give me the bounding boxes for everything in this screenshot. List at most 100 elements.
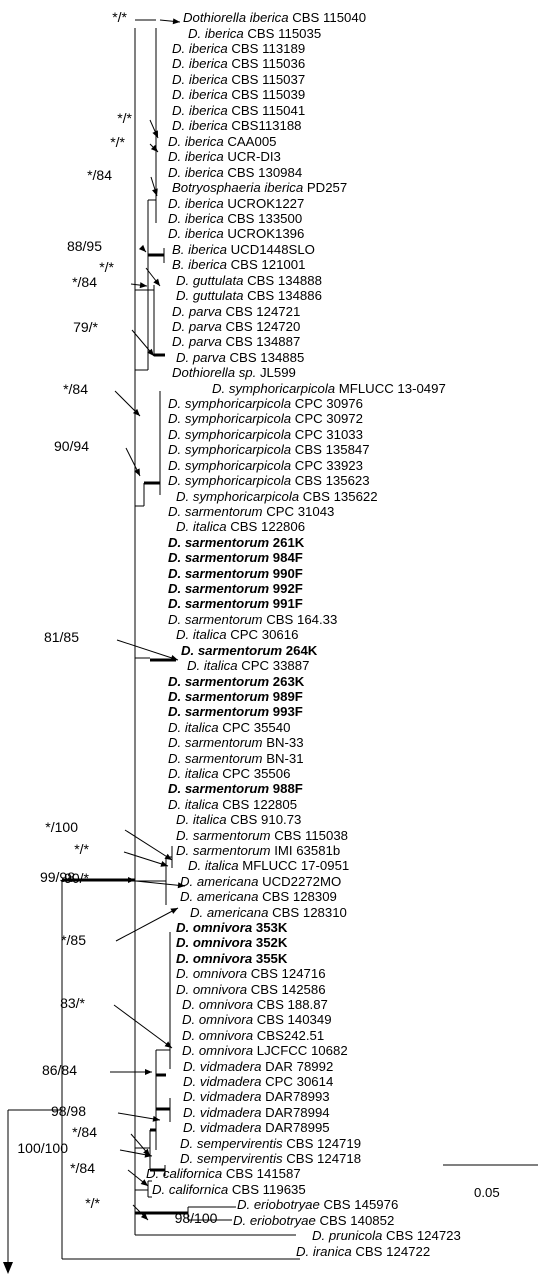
taxon-label: D. parva CBS 124721 [172,304,300,319]
taxon-label: D. symphoricarpicola CBS 135847 [168,442,370,457]
strain-id: CBS 164.33 [263,612,338,627]
strain-id: CBS 124722 [352,1244,430,1259]
support-arrow-head [145,1069,152,1075]
support-value: */84 [72,274,97,290]
taxon-label: D. sarmentorum CPC 31043 [168,504,334,519]
strain-id: 264K [282,643,318,658]
taxon-name: D. parva [172,334,222,349]
strain-id: 261K [269,535,305,550]
taxon-name: D. symphoricarpicola [168,396,291,411]
scale-bar-label: 0.05 [474,1185,500,1200]
taxon-label: D. americana CBS 128310 [190,905,347,920]
support-value: */* [110,134,125,150]
taxon-name: D. iberica [168,211,224,226]
strain-id: CBS242.51 [253,1028,324,1043]
taxon-label: D. iberica CBS 115039 [172,87,305,102]
support-arrow [113,1004,173,1049]
taxon-label: D. prunicola CBS 124723 [312,1228,461,1243]
taxon-name: D. iberica [172,118,228,133]
taxon-label: D. iberica CBS 130984 [168,165,302,180]
support-arrow-head [172,18,180,25]
taxon-label: D. iranica CBS 124722 [296,1244,430,1259]
taxon-label: D. vidmadera DAR 78992 [183,1059,333,1074]
taxon-name: Dothiorella iberica [183,10,289,25]
taxon-name: D. omnivora [176,951,252,966]
taxon-label: D. symphoricarpicola CBS 135623 [168,473,370,488]
taxon-name: D. sempervirentis [180,1151,283,1166]
taxon-name: D. omnivora [182,1043,253,1058]
support-value: 79/* [73,319,98,335]
taxon-name: D. sarmentorum [168,612,263,627]
taxon-label: D. omnivora CBS242.51 [182,1028,324,1043]
taxon-label: Dothiorella iberica CBS 115040 [183,10,366,25]
support-value: */100 [45,819,78,835]
taxon-label: B. iberica CBS 121001 [172,257,305,272]
taxon-label: B. iberica UCD1448SLO [172,242,315,257]
taxon-label: D. omnivora CBS 188.87 [182,997,328,1012]
taxon-name: D. italica [168,766,219,781]
strain-id: CBS 121001 [227,257,305,272]
strain-id: CBS 124723 [382,1228,460,1243]
taxon-label: D. sarmentorum 264K [181,643,318,658]
strain-id: CBS 135622 [299,489,377,504]
support-arrow-head [132,408,140,416]
taxon-label: D. sarmentorum BN-33 [168,735,304,750]
taxon-name: D. californica [152,1182,228,1197]
support-arrow-head [170,654,178,661]
strain-id: CBS 141587 [222,1166,300,1181]
taxon-label: D. californica CBS 141587 [146,1166,301,1181]
taxon-name: D. prunicola [312,1228,382,1243]
strain-id: CBS113188 [228,118,302,133]
taxon-name: D. parva [172,304,222,319]
support-arrow-head [152,188,158,196]
taxon-label: D. sarmentorum 989F [168,689,303,704]
taxon-label: D. sempervirentis CBS 124718 [180,1151,361,1166]
taxon-name: B. iberica [172,242,227,257]
taxon-label: D. iberica CBS 115035 [188,26,321,41]
taxon-name: D. iberica [172,72,228,87]
strain-id: 989F [269,689,303,704]
taxon-label: D. omnivora LJCFCC 10682 [182,1043,348,1058]
taxon-label: D. guttulata CBS 134886 [176,288,322,303]
taxon-label: D. iberica CBS 115037 [172,72,305,87]
taxon-name: D. californica [146,1166,222,1181]
taxon-label: D. sarmentorum CBS 164.33 [168,612,337,627]
taxon-name: D. italica [168,720,219,735]
taxon-label: D. sarmentorum 261K [168,535,305,550]
taxon-name: D. symphoricarpicola [168,442,291,457]
strain-id: CBS 134885 [226,350,304,365]
taxon-label: D. omnivora 353K [176,920,288,935]
strain-id: UCD1448SLO [227,242,315,257]
taxon-name: D. sarmentorum [168,689,269,704]
taxon-label: Dothiorella sp. JL599 [172,365,296,380]
taxon-label: D. sarmentorum 984F [168,550,303,565]
support-value: */* [112,9,127,25]
strain-id: UCROK1396 [224,226,305,241]
support-arrow-head [170,908,178,914]
taxon-label: D. italica CBS 122806 [176,519,305,534]
taxon-name: D. iberica [168,149,224,164]
strain-id: CBS 145976 [320,1197,398,1212]
support-value: */84 [87,167,112,183]
taxon-label: D. omnivora CBS 124716 [176,966,326,981]
taxon-label: D. americana UCD2272MO [180,874,341,889]
strain-id: CBS 133500 [224,211,302,226]
taxon-label: D. italica MFLUCC 17-0951 [188,858,349,873]
taxon-label: D. sarmentorum 988F [168,781,303,796]
strain-id: CBS 134887 [222,334,300,349]
taxon-label: D. italica CPC 35540 [168,720,290,735]
taxon-name: D. guttulata [176,288,243,303]
support-arrow-head [150,144,158,152]
strain-id: DAR78995 [261,1120,329,1135]
strain-id: CBS 119635 [228,1182,305,1197]
support-arrow-head [128,877,135,883]
taxon-name: D. vidmadera [183,1074,261,1089]
strain-id: DAR 78992 [261,1059,333,1074]
strain-id: 352K [252,935,288,950]
taxon-label: D. iberica CBS 113189 [172,41,305,56]
support-arrow-head [152,130,158,138]
support-values: */**/**/**/8488/95*/**/8479/**/8490/9481… [17,9,217,1226]
strain-id: CBS 140852 [316,1213,394,1228]
taxon-name: D. iberica [168,196,224,211]
